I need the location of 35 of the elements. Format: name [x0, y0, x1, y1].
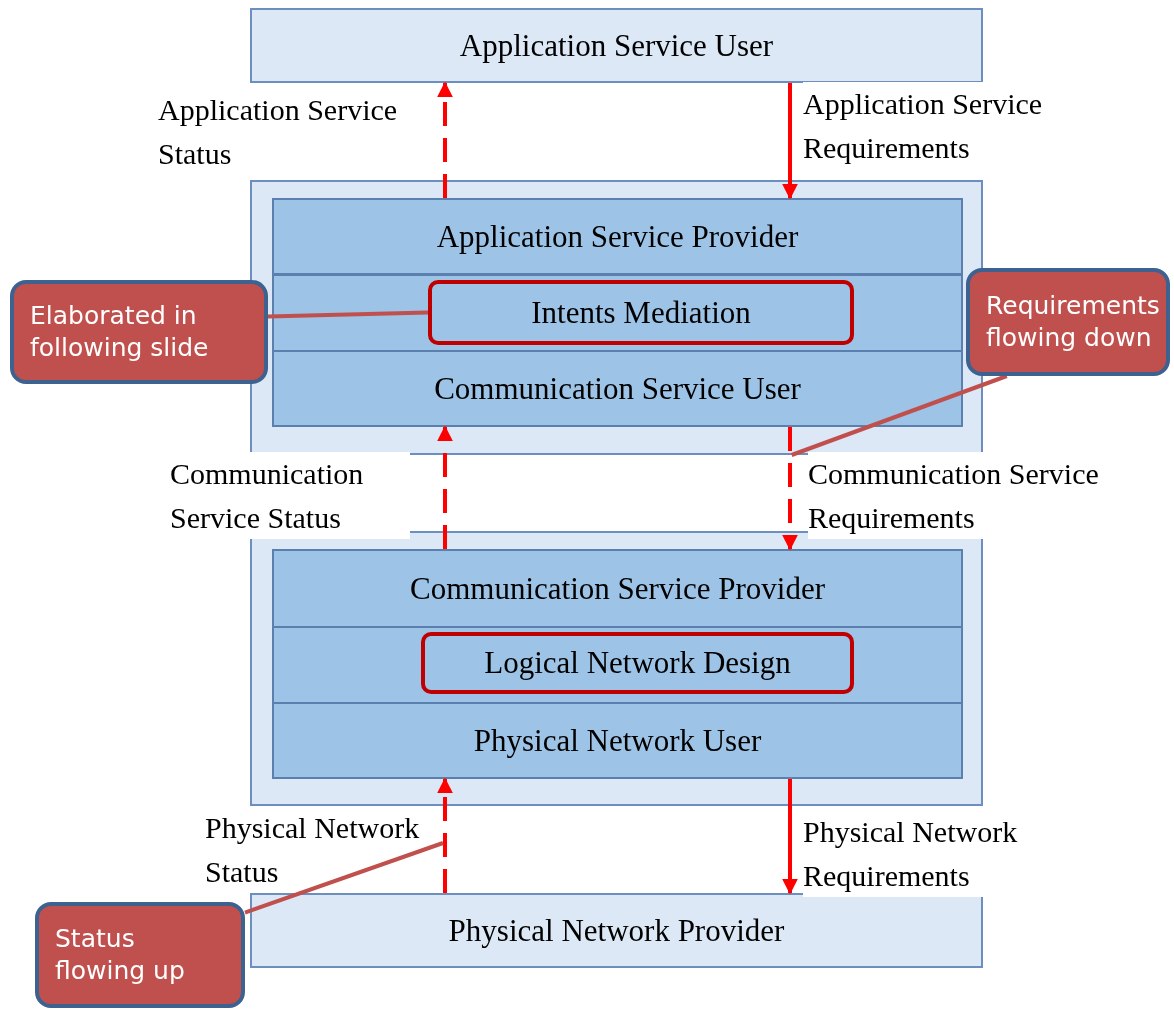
arrow: [437, 777, 453, 893]
layer-label: Application Service Provider: [436, 218, 799, 255]
callout-text: Elaborated in following slide: [30, 299, 210, 364]
layer-label: Intents Mediation: [531, 294, 751, 331]
layer-band: [272, 274, 963, 352]
layer-band: [272, 350, 963, 427]
layer-panel: [250, 893, 983, 968]
arrow: [782, 779, 798, 895]
layer-panel: [250, 8, 983, 83]
callout-box: [966, 268, 1170, 376]
callout-box: [10, 280, 268, 384]
edge-label: Communication Service Status: [170, 452, 410, 539]
highlight-box: [428, 280, 854, 345]
layer-band: [272, 702, 963, 779]
layer-label: Logical Network Design: [484, 645, 791, 681]
layer-band: [272, 549, 963, 628]
arrow: [782, 427, 798, 551]
layer-band: [272, 626, 963, 704]
leader-line: [244, 841, 444, 915]
layer-label: Physical Network User: [473, 722, 762, 759]
arrow: [437, 81, 453, 198]
layer-panel: [250, 180, 983, 455]
callout-text: Requirements flowing down: [986, 289, 1160, 354]
highlight-box: [421, 632, 854, 694]
layer-label: Communication Service User: [434, 370, 801, 407]
layer-band: [272, 198, 963, 275]
layer-label: Communication Service Provider: [410, 570, 825, 607]
layer-label: Physical Network Provider: [448, 912, 785, 949]
callout-box: [35, 902, 245, 1008]
leader-line: [267, 310, 429, 319]
arrow: [437, 425, 453, 549]
arrow: [782, 83, 798, 200]
layer-label: Application Service User: [459, 27, 774, 64]
callout-text: Status flowing up: [55, 922, 186, 987]
leader-line: [791, 374, 1008, 457]
